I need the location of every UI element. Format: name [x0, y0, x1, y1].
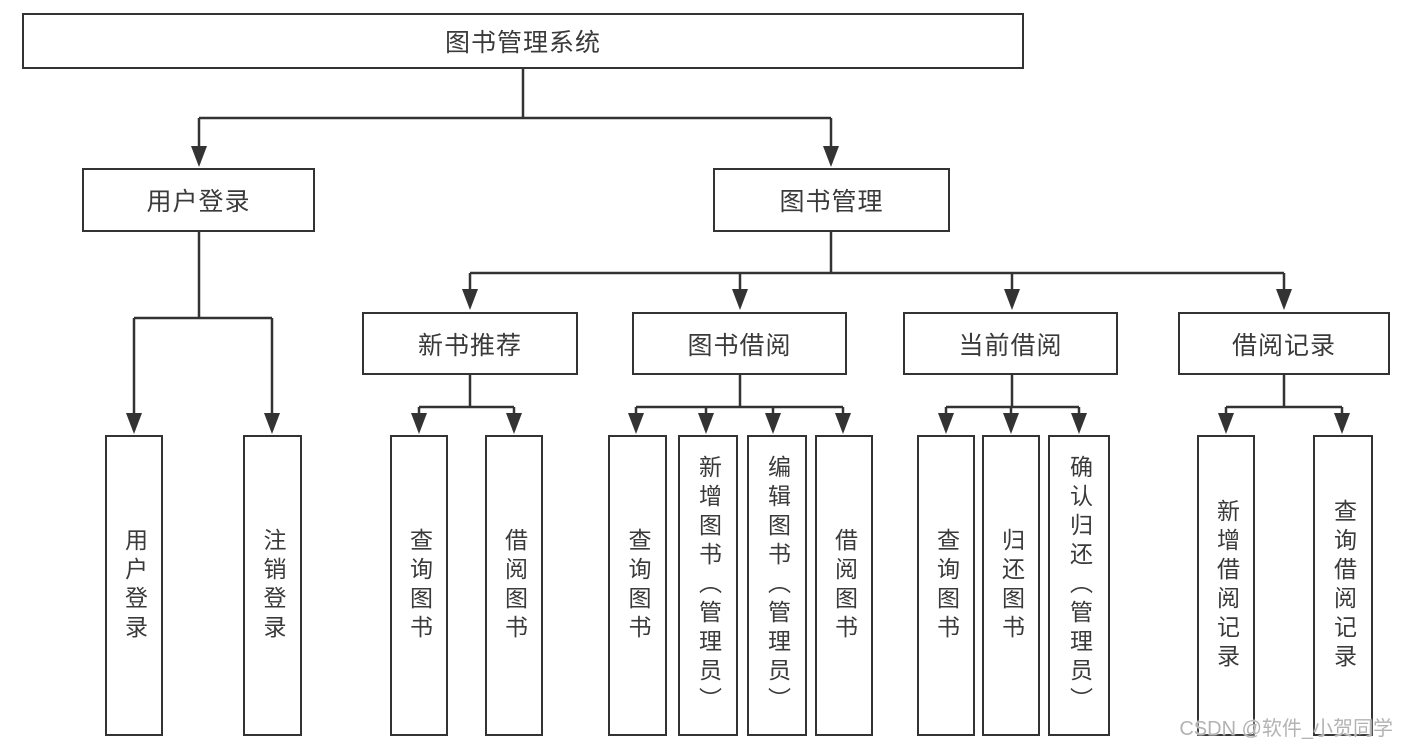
leaf-query-books-current: 查询图书 — [917, 435, 975, 736]
arrowhead-down-icon — [1276, 289, 1292, 310]
arrowhead-down-icon — [938, 413, 954, 434]
leaf-query-borrow-record: 查询借阅记录 — [1313, 435, 1373, 736]
arrowhead-down-icon — [126, 413, 142, 434]
leaf-add-books-admin-label: 新增图书（管理员） — [695, 455, 722, 716]
root-node: 图书管理系统 — [22, 13, 1024, 69]
leaf-return-books: 归还图书 — [982, 435, 1040, 736]
arrowhead-down-icon — [698, 413, 714, 434]
leaf-add-books-admin: 新增图书（管理员） — [678, 435, 738, 736]
arrowhead-down-icon — [628, 413, 644, 434]
leaf-query-books-current-label: 查询图书 — [933, 527, 960, 644]
arrowhead-down-icon — [411, 413, 427, 434]
leaf-user-login: 用户登录 — [105, 435, 163, 736]
leaf-edit-books-admin-label: 编辑图书（管理员） — [764, 455, 791, 716]
arrowhead-down-icon — [1004, 289, 1020, 310]
arrowhead-down-icon — [1071, 413, 1087, 434]
leaf-borrow-books: 借阅图书 — [815, 435, 873, 736]
arrowhead-down-icon — [1218, 413, 1234, 434]
node-user-login: 用户登录 — [82, 168, 315, 232]
arrowhead-down-icon — [1334, 413, 1350, 434]
connector-userlogin-to-leaves — [126, 232, 280, 434]
leaf-return-books-label: 归还图书 — [998, 527, 1025, 644]
node-borrow-record-label: 借阅记录 — [1231, 331, 1336, 360]
connector-bookmgmt-to-level3 — [462, 232, 1292, 310]
root-node-label: 图书管理系统 — [444, 29, 601, 57]
arrowhead-down-icon — [506, 413, 522, 434]
connector-borrowrecord-to-leaves — [1218, 375, 1350, 434]
leaf-add-borrow-record-label: 新增借阅记录 — [1213, 498, 1240, 673]
arrowhead-down-icon — [765, 413, 781, 434]
leaf-borrow-books-label: 借阅图书 — [831, 527, 858, 644]
node-current-borrow: 当前借阅 — [903, 312, 1118, 375]
leaf-edit-books-admin: 编辑图书（管理员） — [747, 435, 807, 736]
watermark: CSDN @软件_小贺同学 — [1179, 718, 1393, 740]
connector-bookborrow-to-leaves — [628, 375, 851, 434]
leaf-logout-login-label: 注销登录 — [260, 527, 286, 644]
leaf-borrow-books-recommend: 借阅图书 — [485, 435, 543, 736]
leaf-query-borrow-record-label: 查询借阅记录 — [1330, 498, 1357, 673]
connector-currentborrow-to-leaves — [938, 375, 1087, 434]
arrowhead-down-icon — [191, 146, 207, 167]
connector-newbookrec-to-leaves — [411, 375, 522, 434]
arrowhead-down-icon — [835, 413, 851, 434]
leaf-query-books-borrow-label: 查询图书 — [625, 527, 651, 644]
leaf-confirm-return-admin-label: 确认归还（管理员） — [1066, 455, 1093, 716]
node-book-borrow: 图书借阅 — [632, 312, 847, 375]
leaf-user-login-label: 用户登录 — [121, 527, 148, 644]
node-book-management-label: 图书管理 — [779, 188, 884, 216]
arrowhead-down-icon — [1003, 413, 1019, 434]
node-new-book-recommend-label: 新书推荐 — [417, 331, 522, 360]
leaf-logout-login: 注销登录 — [243, 435, 302, 736]
leaf-query-books-recommend-label: 查询图书 — [406, 527, 433, 644]
node-current-borrow-label: 当前借阅 — [958, 331, 1063, 360]
arrowhead-down-icon — [732, 289, 748, 310]
leaf-borrow-books-recommend-label: 借阅图书 — [501, 527, 528, 644]
node-borrow-record: 借阅记录 — [1178, 312, 1390, 375]
arrowhead-down-icon — [462, 289, 478, 310]
arrowhead-down-icon — [264, 413, 280, 434]
node-book-borrow-label: 图书借阅 — [687, 331, 792, 360]
connector-root-to-level2 — [191, 69, 839, 167]
arrowhead-down-icon — [823, 146, 839, 167]
node-book-management: 图书管理 — [713, 168, 950, 232]
leaf-query-books-borrow: 查询图书 — [608, 435, 667, 736]
leaf-confirm-return-admin: 确认归还（管理员） — [1048, 435, 1110, 736]
node-user-login-label: 用户登录 — [146, 188, 251, 216]
leaf-add-borrow-record: 新增借阅记录 — [1197, 435, 1255, 736]
node-new-book-recommend: 新书推荐 — [362, 312, 578, 375]
leaf-query-books-recommend: 查询图书 — [390, 435, 448, 736]
